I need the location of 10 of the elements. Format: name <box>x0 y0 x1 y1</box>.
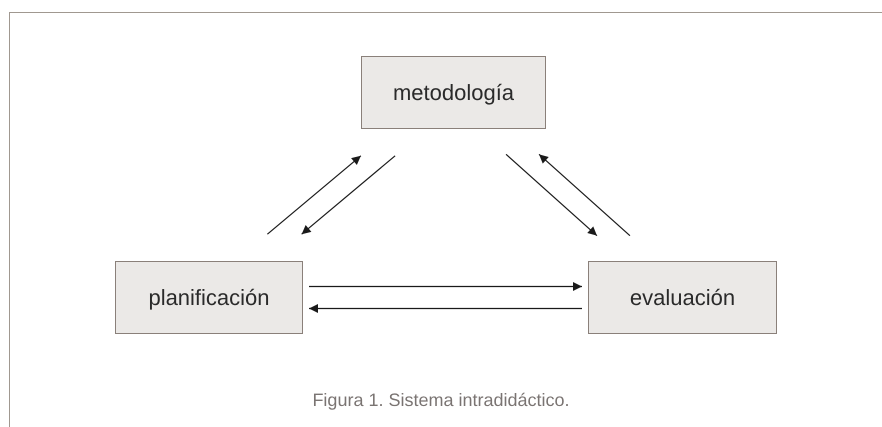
arrow <box>309 304 582 313</box>
arrow <box>301 155 396 235</box>
arrow <box>309 282 582 291</box>
figure-caption: Figura 1. Sistema intradidáctico. <box>311 390 571 411</box>
concept-box: planificación <box>115 261 303 334</box>
arrow <box>506 154 598 236</box>
arrow <box>267 155 362 235</box>
concept-box: evaluación <box>588 261 777 334</box>
arrow <box>538 154 630 236</box>
concept-box: metodología <box>361 56 546 129</box>
